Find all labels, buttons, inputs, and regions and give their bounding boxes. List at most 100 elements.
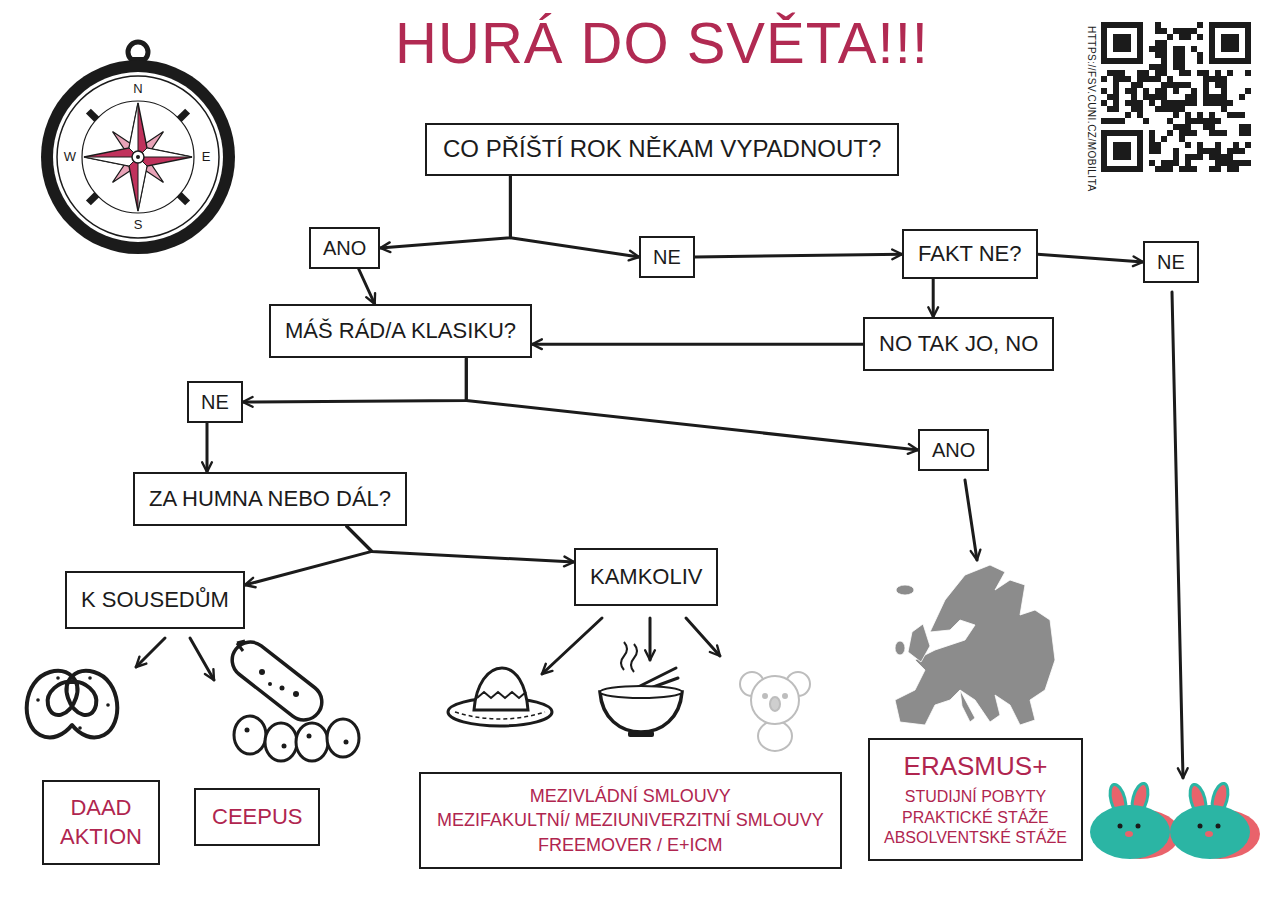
- salami-icon-part: [225, 635, 329, 727]
- noodle-bowl-icon-part: [631, 644, 637, 672]
- compass-letter: E: [202, 149, 211, 165]
- qr-code-part: [1209, 100, 1215, 106]
- box-label: ZA HUMNA NEBO DÁL?: [149, 486, 391, 512]
- qr-code-part: [1239, 124, 1245, 130]
- compass-letter-wrap: W: [64, 149, 76, 165]
- qr-code-part: [1203, 100, 1209, 106]
- slippers-icon-part: [1090, 782, 1180, 859]
- qr-code-part: [1125, 88, 1131, 94]
- qr-code-part: [1185, 130, 1191, 136]
- box-label: KAMKOLIV: [590, 564, 702, 590]
- slippers-icon-part-part: [1090, 805, 1170, 859]
- qr-code-part: [1119, 76, 1125, 82]
- qr-code-part: [1215, 100, 1221, 106]
- qr-code-part: [1155, 142, 1161, 148]
- pretzel-icon-part: [27, 671, 118, 737]
- qr-code-part: [1161, 88, 1167, 94]
- program-box: ERASMUS+STUDIJNÍ POBYTYPRAKTICKÉ STÁŽEAB…: [868, 738, 1083, 861]
- question-box: CO PŘÍŠTÍ ROK NĚKAM VYPADNOUT?: [425, 123, 899, 176]
- box-label: DAAD AKTION: [60, 794, 142, 851]
- qr-code-part: [1161, 52, 1167, 58]
- qr-code-part: [1149, 142, 1155, 148]
- answer-box: ANO: [918, 429, 989, 471]
- qr-code-part: [1245, 142, 1251, 148]
- qr-code-part: [1191, 100, 1197, 106]
- noodle-bowl-icon-part: [600, 686, 682, 698]
- title-wrap: HURÁ DO SVĚTA!!!: [262, 10, 1062, 77]
- qr-code-part: [1113, 70, 1119, 76]
- qr-code-part: [1161, 160, 1167, 166]
- qr-code-part: [1155, 40, 1161, 46]
- salami-icon-part-part: [307, 734, 312, 739]
- icon-arrows-part: [136, 638, 165, 667]
- slippers-icon-part-part: [1170, 805, 1250, 859]
- flow-arrow: [243, 358, 466, 402]
- compass-icon-part: [129, 103, 138, 157]
- slippers-icon-part: [1170, 782, 1260, 859]
- qr-code-part: [1113, 82, 1119, 88]
- icon-arrows-part: [965, 480, 977, 560]
- qr-code-part: [1197, 58, 1203, 64]
- program-box: MEZIVLÁDNÍ SMLOUVYMEZIFAKULTNÍ/ MEZIUNIV…: [419, 772, 842, 869]
- qr-code-part: [1239, 94, 1245, 100]
- pretzel-icon: [27, 671, 118, 737]
- answer-box: K SOUSEDŮM: [65, 571, 245, 629]
- qr-code-part: [1173, 82, 1179, 88]
- qr-code-part: [1173, 88, 1179, 94]
- qr-code-part: [1179, 34, 1185, 40]
- slippers-icon-part-part: [1198, 824, 1203, 829]
- qr-code-part: [1215, 160, 1221, 166]
- qr-code-part: [1209, 148, 1215, 154]
- europe-map-part: [895, 641, 905, 655]
- qr-code-part: [1149, 94, 1155, 100]
- qr-code-part: [1131, 88, 1137, 94]
- compass-icon-part-part: [177, 109, 190, 122]
- europe-map-part: [896, 585, 914, 595]
- qr-code-part: [1185, 28, 1191, 34]
- compass-icon-part: [41, 60, 235, 254]
- qr-code-part: [1203, 70, 1209, 76]
- answer-box: NE: [639, 236, 695, 278]
- qr-code-part: [1203, 82, 1209, 88]
- box-text: MEZIFAKULTNÍ/ MEZIUNIVERZITNÍ SMLOUVY: [437, 808, 824, 832]
- pretzel-icon-part-part: [106, 703, 110, 707]
- qr-code-part: [1161, 46, 1167, 52]
- box-text: FREEMOVER / E+ICM: [437, 833, 824, 857]
- europe-map-part: [895, 565, 1055, 725]
- qr-code-part: [1173, 64, 1179, 70]
- salami-icon-part: [237, 641, 245, 651]
- pretzel-icon-part: [36, 676, 110, 730]
- qr-code-part: [1197, 118, 1203, 124]
- compass-icon-part: [138, 148, 192, 157]
- box-text: PRAKTICKÉ STÁŽE: [884, 808, 1067, 829]
- qr-code-part: [1221, 160, 1227, 166]
- question-box: MÁŠ RÁD/A KLASIKU?: [269, 304, 532, 358]
- qr-code-part: [1191, 28, 1197, 34]
- qr-code-part: [1221, 106, 1227, 112]
- box-label: MÁŠ RÁD/A KLASIKU?: [285, 318, 516, 344]
- compass-icon-part: [136, 155, 140, 159]
- qr-code-part: [1173, 154, 1179, 160]
- icon-arrows-part: [649, 618, 652, 660]
- qr-code-part: [1131, 100, 1137, 106]
- qr-code-part: [1143, 88, 1149, 94]
- qr-code-part: [1197, 142, 1203, 148]
- qr-code-part: [1167, 118, 1173, 124]
- qr-code-part: [1113, 118, 1119, 124]
- answer-box: KAMKOLIV: [574, 548, 718, 606]
- qr-code-part: [1125, 100, 1131, 106]
- qr-code-part: [1209, 124, 1215, 130]
- qr-code-part: [1137, 70, 1143, 76]
- qr-code-part: [1167, 100, 1173, 106]
- qr-code-part: [1149, 100, 1155, 106]
- qr-code-part: [1113, 100, 1119, 106]
- salami-icon-part-part: [293, 691, 299, 697]
- program-box: CEEPUS: [194, 788, 320, 846]
- box-label: NE: [201, 390, 229, 414]
- salami-icon-part-part: [282, 744, 287, 749]
- salami-icon-part: [265, 723, 297, 761]
- qr-code-part: [1101, 118, 1107, 124]
- flow-arrow: [206, 423, 209, 472]
- qr-code-part: [1107, 70, 1113, 76]
